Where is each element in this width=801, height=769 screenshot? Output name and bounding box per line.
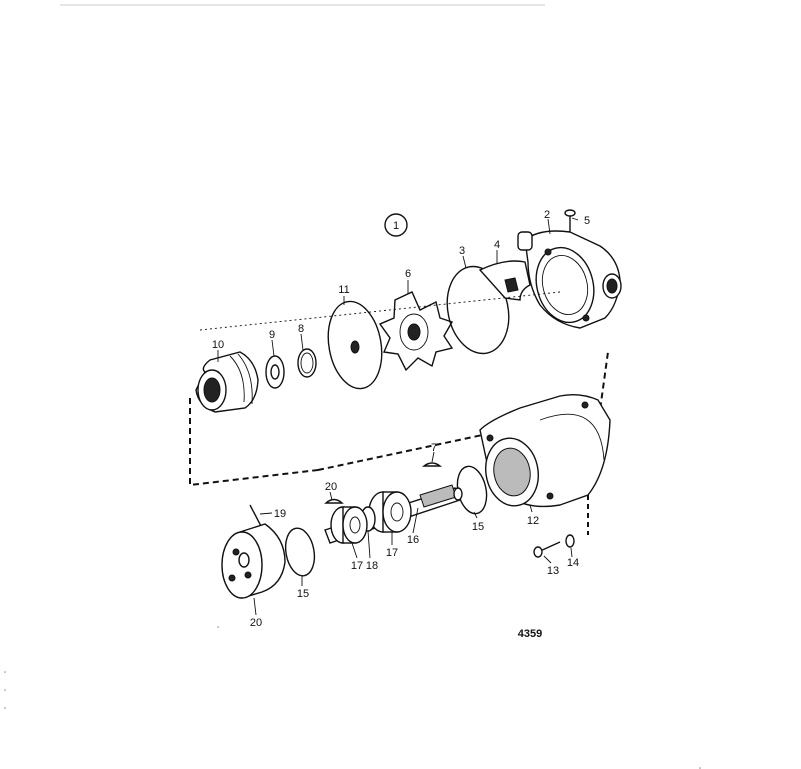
callout-5: 5 [584,215,590,227]
part-11-wear-plate [327,300,383,390]
part-12-bracket-housing [479,393,611,535]
part-19-pin [249,504,263,529]
part-4-cam [478,260,531,301]
callout-13: 13 [547,565,559,577]
callout-17-right: 17 [386,547,398,559]
callout-16: 16 [407,534,419,546]
callout-14: 14 [567,557,579,569]
part-20-key [324,498,344,504]
callout-6: 6 [405,268,411,280]
callout-8: 8 [298,323,304,335]
callout-17-left: 17 [351,560,363,572]
callout-7: 7 [431,442,437,454]
assembly-dashed-lines-upper [189,291,609,487]
part-15-circlip-left [284,527,316,577]
part-13-bolt [533,541,561,558]
callout-15-left: 15 [297,588,309,600]
part-9-washer [265,355,285,389]
view-number-label: 1 [393,220,399,232]
part-14-washer [565,534,575,548]
callout-19: 19 [274,508,286,520]
part-17-bearing-right [368,491,412,533]
part-3-o-ring [446,265,510,355]
part-5-screw [564,209,576,232]
callout-11: 11 [338,284,349,296]
callout-20-key: 20 [325,481,337,493]
callout-12: 12 [527,515,539,527]
part-2-pump-housing [517,230,622,329]
scan-specks [4,626,701,769]
callout-20-hub: 20 [250,617,262,629]
callout-9: 9 [269,329,275,341]
callout-2: 2 [544,209,550,221]
callout-3: 3 [459,245,465,257]
leader-lines [217,217,579,616]
part-7-key [421,462,443,467]
callout-4: 4 [494,239,500,251]
part-6-impeller [378,291,454,372]
part-10-seal-housing [195,351,259,413]
view-number-badge: 1 [384,213,408,237]
callout-10: 10 [212,339,224,351]
callout-15-right: 15 [472,521,484,533]
drawing-number: 4359 [518,628,542,640]
part-8-circlip [297,348,317,378]
callout-18: 18 [366,560,378,572]
callout-labels: 2 5 3 4 6 11 8 9 10 7 15 12 16 17 18 17 … [212,209,590,629]
part-20-pulley-hub [221,523,286,599]
part-17-bearing-left [330,506,368,544]
